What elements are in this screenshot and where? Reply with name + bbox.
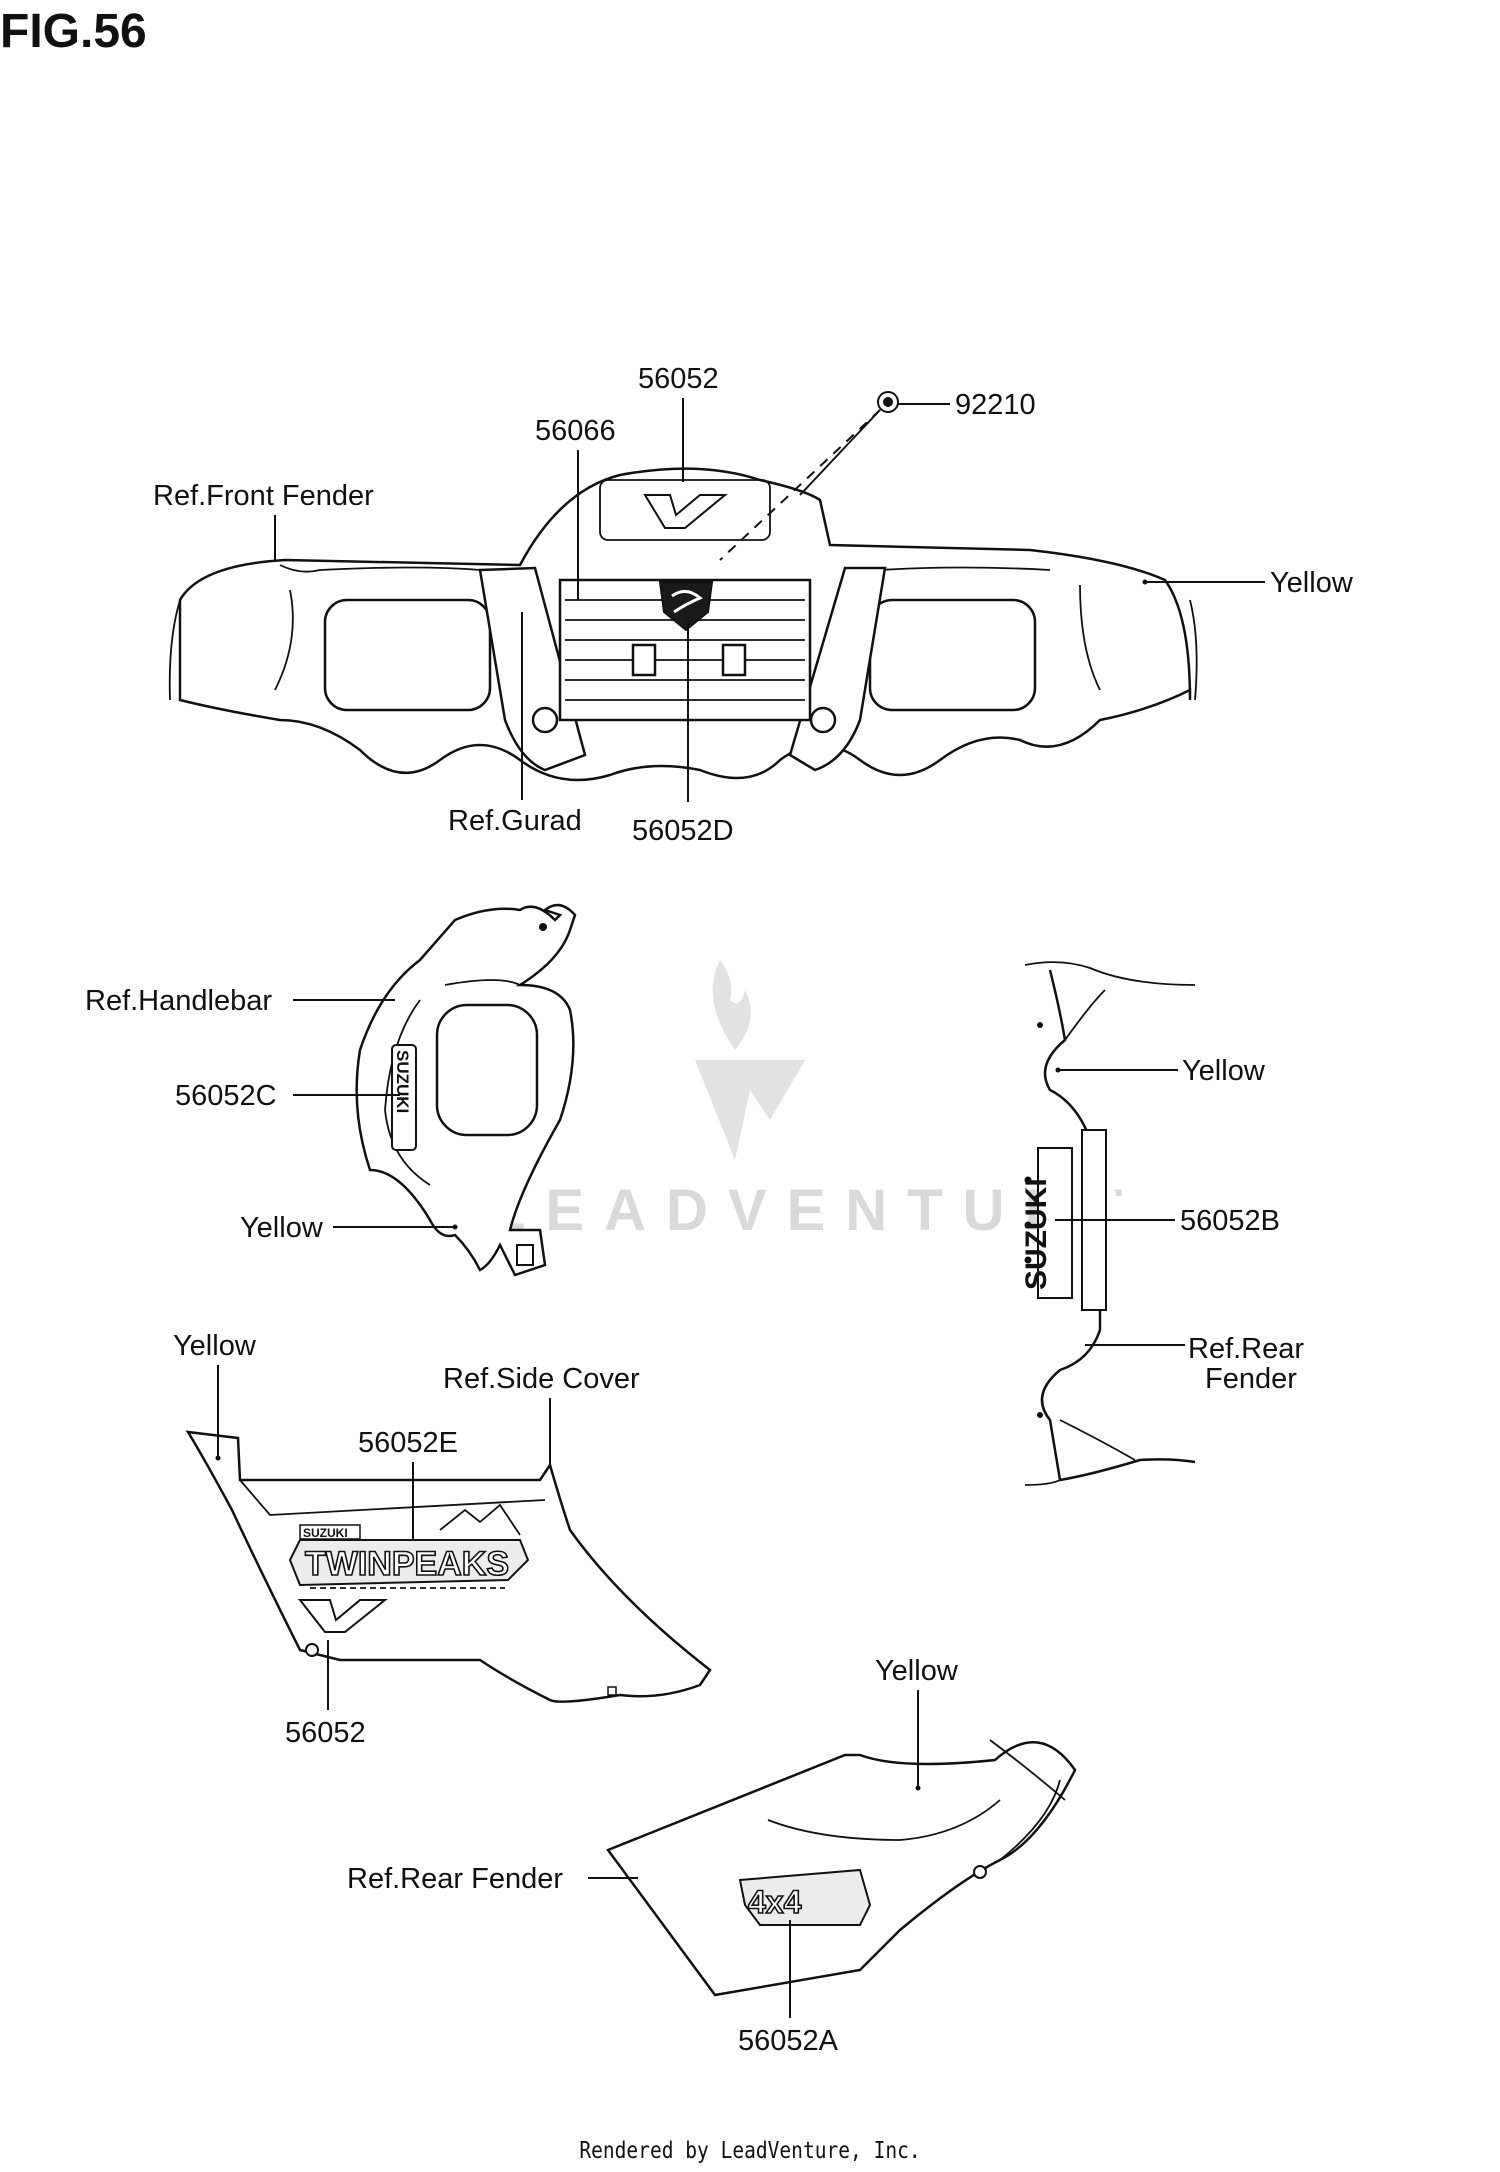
rear-fender-side-callouts: Yellow Ref.Rear Fender 56052A: [347, 1655, 959, 2057]
handlebar-decal-text: SUZUKI: [393, 1050, 412, 1113]
label-56052b: 56052B: [1180, 1205, 1280, 1237]
label-56052d: 56052D: [632, 815, 734, 847]
side-decal-large-text: TWINPEAKS: [305, 1545, 509, 1583]
rear-fender-back-callouts: Yellow 56052B Ref.Rear Fender: [1055, 1055, 1304, 1395]
front-fender-callouts: 56052 92210 56066 Ref.Front Fender Yello…: [153, 363, 1354, 847]
label-56052-top: 56052: [638, 363, 719, 395]
footer-credit: Rendered by LeadVenture, Inc.: [579, 2138, 921, 2164]
side-cover-callouts: Yellow Ref.Side Cover 56052E 56052: [173, 1330, 640, 1749]
watermark: LEADVENTURE: [490, 960, 1145, 1243]
label-ref-rear-fender-side: Ref.Rear Fender: [347, 1863, 563, 1895]
label-yellow-front: Yellow: [1270, 567, 1354, 599]
front-fender-drawing: [168, 391, 1198, 782]
rear-side-decal-text: 4x4: [748, 1884, 802, 1920]
label-56052e: 56052E: [358, 1427, 458, 1459]
rear-back-decal-text: SUZUKI: [1020, 1178, 1053, 1290]
label-56052c: 56052C: [175, 1080, 277, 1112]
label-ref-gurad: Ref.Gurad: [448, 805, 582, 837]
label-ref-rear-fender-back-1: Ref.Rear: [1188, 1333, 1304, 1365]
label-92210: 92210: [955, 389, 1036, 421]
handlebar-cover-drawing: SUZUKI: [355, 903, 577, 1277]
label-56066: 56066: [535, 415, 616, 447]
handlebar-callouts: Ref.Handlebar 56052C Yellow: [85, 985, 458, 1244]
label-ref-front-fender: Ref.Front Fender: [153, 480, 374, 512]
rear-fender-side-drawing: 4x4: [606, 1739, 1077, 1997]
label-ref-rear-fender-back-2: Fender: [1205, 1363, 1297, 1395]
label-yellow-rear-back: Yellow: [1182, 1055, 1266, 1087]
label-yellow-rear-side: Yellow: [875, 1655, 959, 1687]
rear-fender-back-drawing: SUZUKI: [1020, 961, 1196, 1486]
watermark-text: LEADVENTURE: [490, 1178, 1145, 1243]
label-ref-handlebar: Ref.Handlebar: [85, 985, 272, 1017]
label-yellow-side: Yellow: [173, 1330, 257, 1362]
label-yellow-handlebar: Yellow: [240, 1212, 324, 1244]
side-decal-small-text: SUZUKI: [303, 1526, 348, 1540]
label-56052a: 56052A: [738, 2025, 839, 2057]
side-cover-drawing: SUZUKI TWINPEAKS: [185, 1430, 712, 1703]
label-56052-side: 56052: [285, 1717, 366, 1749]
label-ref-side-cover: Ref.Side Cover: [443, 1363, 640, 1395]
figure-title: FIG.56: [0, 5, 147, 58]
